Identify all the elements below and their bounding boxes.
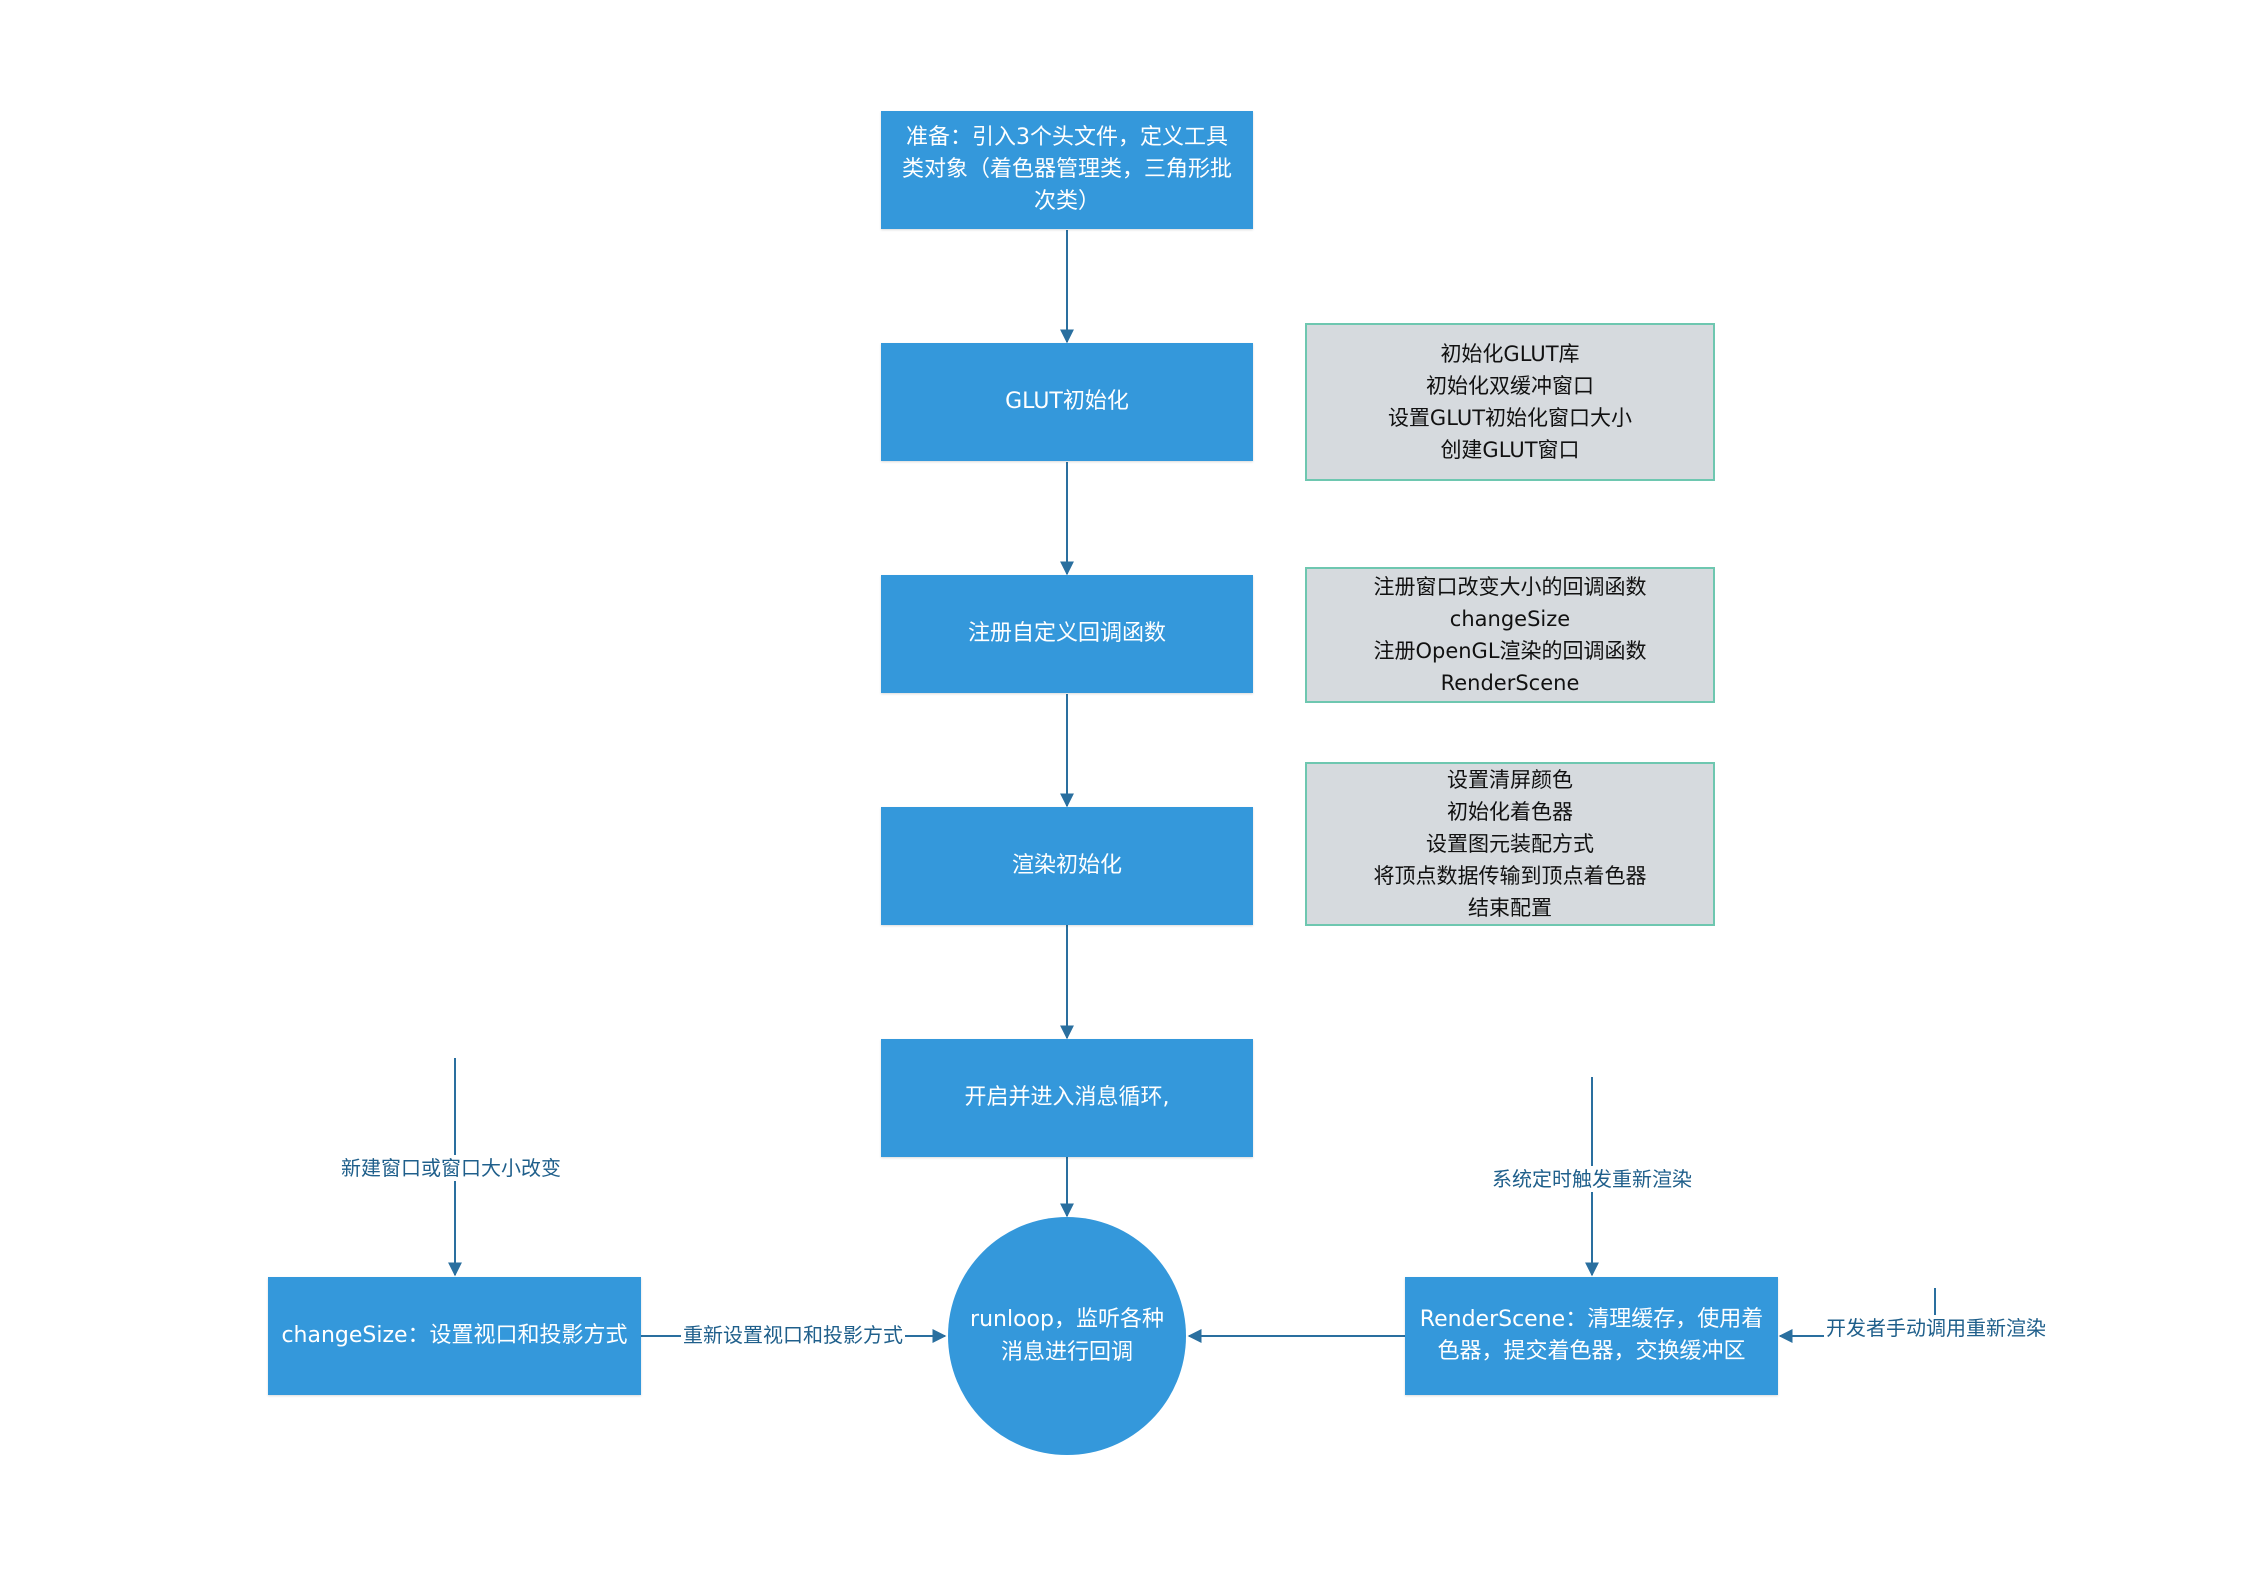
note-callbacks-line-1: 注册窗口改变大小的回调函数 <box>1373 575 1647 599</box>
node-runloop-line-2: 消息进行回调 <box>1000 1340 1133 1365</box>
note-render-line-3: 设置图元装配方式 <box>1426 832 1594 856</box>
note-render-line-5: 结束配置 <box>1468 896 1552 920</box>
edge-label-timer-rerender: 系统定时触发重新渲染 <box>1490 1166 1694 1192</box>
note-callbacks-line-3: 注册OpenGL渲染的回调函数 <box>1373 639 1647 663</box>
note-render: 设置清屏颜色 初始化着色器 设置图元装配方式 将顶点数据传输到顶点着色器 结束配… <box>1305 762 1715 926</box>
node-render-scene: RenderScene：清理缓存，使用着 色器，提交着色器，交换缓冲区 <box>1405 1277 1778 1395</box>
node-render-scene-label: RenderScene：清理缓存，使用着 色器，提交着色器，交换缓冲区 <box>1419 1307 1764 1364</box>
node-main-loop: 开启并进入消息循环, <box>881 1039 1253 1157</box>
note-render-line-4: 将顶点数据传输到顶点着色器 <box>1373 864 1647 888</box>
note-glut-line-4: 创建GLUT窗口 <box>1440 438 1580 462</box>
node-render-init-label: 渲染初始化 <box>1011 853 1122 878</box>
edge-label-window-change: 新建窗口或窗口大小改变 <box>339 1155 563 1181</box>
node-glut-init-label: GLUT初始化 <box>1005 389 1129 414</box>
note-render-line-1: 设置清屏颜色 <box>1447 768 1573 792</box>
node-runloop: runloop，监听各种 消息进行回调 <box>948 1217 1186 1455</box>
node-glut-init: GLUT初始化 <box>881 343 1253 461</box>
node-main-loop-label: 开启并进入消息循环, <box>964 1085 1170 1110</box>
node-change-size: changeSize：设置视口和投影方式 <box>268 1277 641 1395</box>
node-prepare-label: 准备：引入3个头文件，定义工具 类对象（着色器管理类，三角形批 次类） <box>901 125 1232 214</box>
node-register-callbacks: 注册自定义回调函数 <box>881 575 1253 693</box>
node-change-size-label: changeSize：设置视口和投影方式 <box>281 1323 628 1348</box>
node-prepare: 准备：引入3个头文件，定义工具 类对象（着色器管理类，三角形批 次类） <box>881 111 1253 229</box>
edge-label-reset-viewport: 重新设置视口和投影方式 <box>681 1322 905 1348</box>
note-glut-line-3: 设置GLUT初始化窗口大小 <box>1387 406 1633 430</box>
node-render-init: 渲染初始化 <box>881 807 1253 925</box>
note-glut-line-1: 初始化GLUT库 <box>1440 342 1580 366</box>
edge-label-manual-rerender: 开发者手动调用重新渲染 <box>1824 1315 2048 1341</box>
node-runloop-line-1: runloop，监听各种 <box>970 1307 1164 1332</box>
note-callbacks-line-4: RenderScene <box>1440 671 1580 695</box>
note-render-line-2: 初始化着色器 <box>1447 800 1573 824</box>
node-register-callbacks-label: 注册自定义回调函数 <box>967 621 1166 646</box>
note-callbacks-line-2: changeSize <box>1449 607 1571 631</box>
note-callbacks: 注册窗口改变大小的回调函数 changeSize 注册OpenGL渲染的回调函数… <box>1305 567 1715 703</box>
note-glut-line-2: 初始化双缓冲窗口 <box>1426 374 1594 398</box>
note-glut: 初始化GLUT库 初始化双缓冲窗口 设置GLUT初始化窗口大小 创建GLUT窗口 <box>1305 323 1715 481</box>
